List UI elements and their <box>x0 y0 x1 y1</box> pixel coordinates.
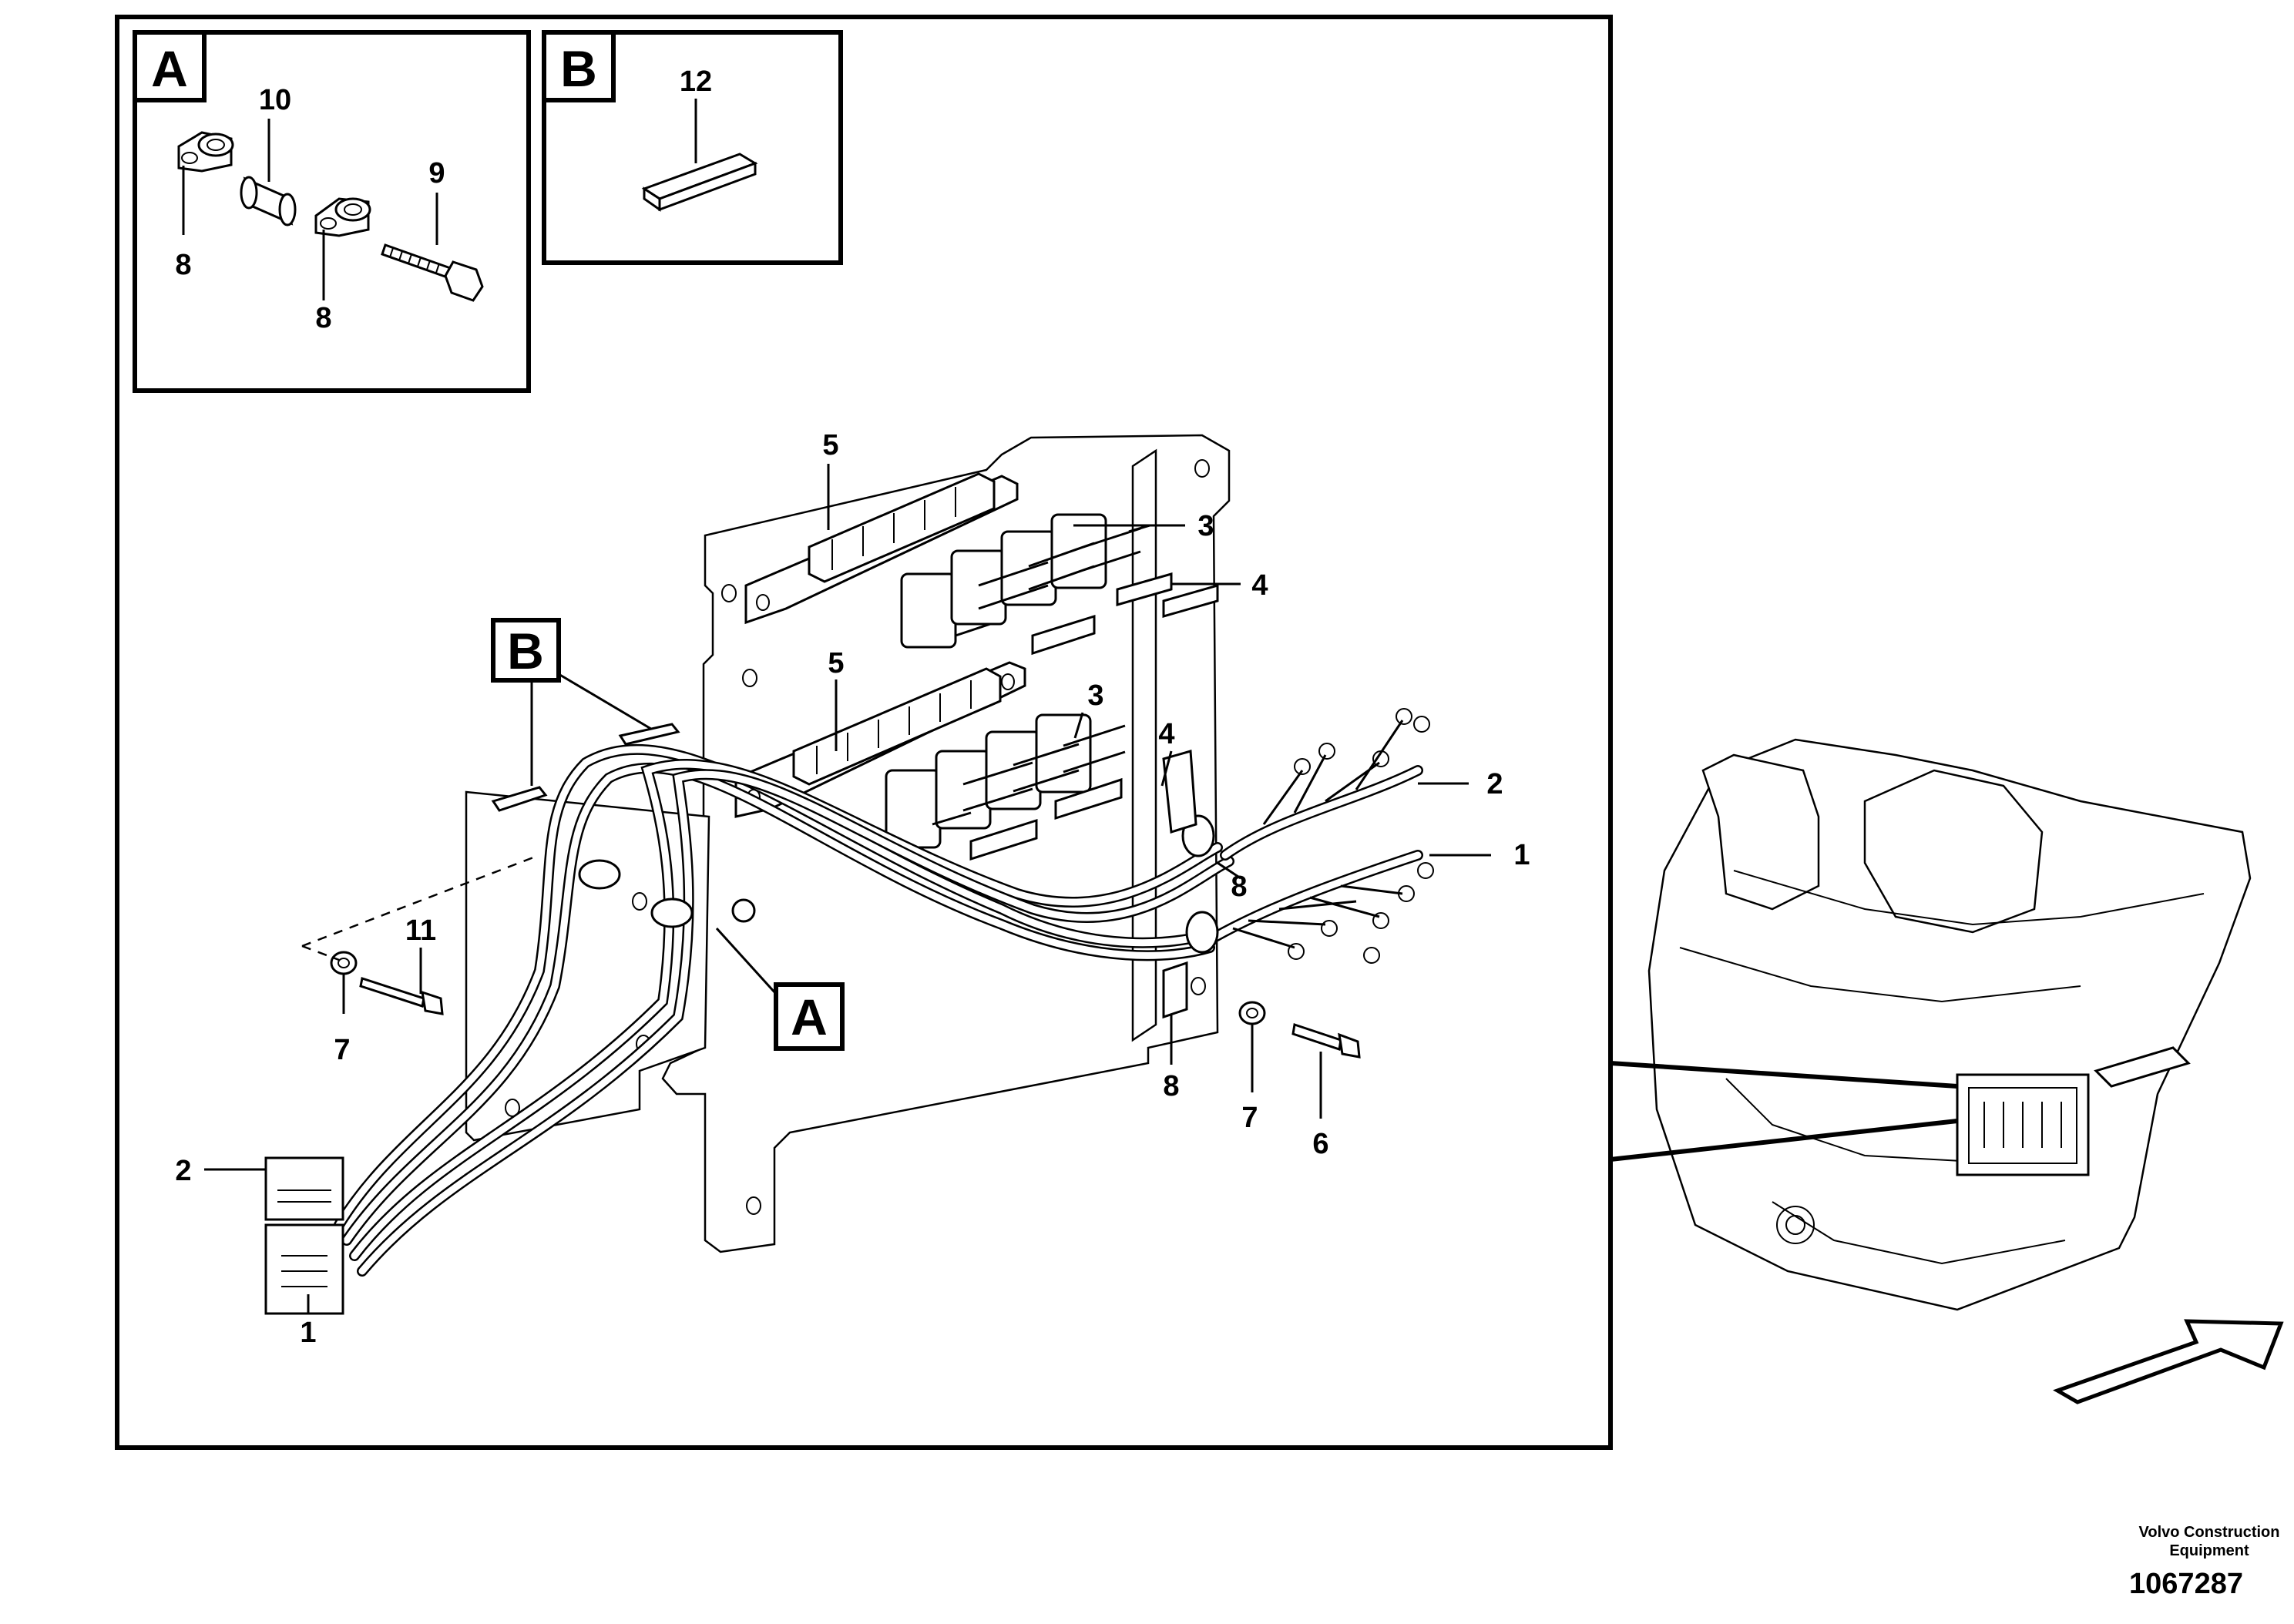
callout-8-a-left: 8 <box>175 249 191 281</box>
busbar-top <box>744 472 1019 625</box>
bracket-left <box>177 131 234 173</box>
mounting-hint-dashed <box>301 854 540 961</box>
strip-top <box>1031 572 1219 656</box>
channel-12 <box>641 153 758 212</box>
callout-7-left: 7 <box>334 1034 350 1066</box>
callout-8-a-right: 8 <box>315 302 331 334</box>
drawing-number: 1067287 <box>2129 1568 2243 1600</box>
callout-6: 6 <box>1312 1128 1328 1160</box>
callout-1-bottom: 1 <box>300 1317 316 1349</box>
zoom-line-bottom <box>1610 1119 1958 1162</box>
callout-11: 11 <box>405 914 436 947</box>
connectors <box>264 1156 344 1315</box>
callout-leaders <box>204 464 1491 1314</box>
callout-2-left: 2 <box>175 1155 191 1187</box>
callout-1-right: 1 <box>1513 839 1530 871</box>
callout-4-mid: 4 <box>1158 718 1174 750</box>
spacer <box>240 176 297 226</box>
strip-mid <box>969 777 1123 861</box>
view-marker-a-letter: A <box>791 988 828 1045</box>
callout-7-right: 7 <box>1241 1102 1258 1134</box>
callout-12: 12 <box>680 65 712 98</box>
busbar-mid <box>734 661 1026 818</box>
inset-b: B 12 <box>542 30 843 265</box>
bolt <box>381 243 484 302</box>
callout-3-top: 3 <box>1197 510 1214 542</box>
callout-5-top: 5 <box>822 429 838 461</box>
bracket-right <box>314 197 371 237</box>
mounting-plate-front <box>465 790 710 1142</box>
inset-a: A 10 9 <box>133 30 531 393</box>
callout-2-right: 2 <box>1486 768 1503 800</box>
hardware-right <box>1238 1001 1361 1059</box>
callout-3-mid: 3 <box>1087 679 1103 712</box>
callout-10: 10 <box>259 84 291 116</box>
zoom-line-top <box>1610 1061 1958 1089</box>
inset-b-letter: B <box>560 40 597 97</box>
view-marker-b-letter: B <box>507 622 544 679</box>
callout-9: 9 <box>428 157 445 190</box>
callout-5-mid: 5 <box>828 647 844 679</box>
company-line2: Equipment <box>2169 1542 2249 1559</box>
company-line1: Volvo Construction <box>2139 1524 2280 1541</box>
view-marker-b: B <box>491 618 680 812</box>
inset-a-letter: A <box>151 40 188 97</box>
view-marker-a: A <box>715 927 845 1051</box>
machine-location-view <box>1647 738 2252 1311</box>
main-frame <box>115 15 1613 1450</box>
wiring-harness <box>334 708 1434 1277</box>
callout-4-top: 4 <box>1251 569 1268 602</box>
callout-8-mid: 8 <box>1231 871 1247 903</box>
callout-8-low: 8 <box>1163 1070 1179 1102</box>
direction-arrow <box>2053 1319 2284 1404</box>
hardware-left <box>330 951 444 1015</box>
harness-clamps <box>578 750 1219 1019</box>
breakers-top <box>900 513 1150 649</box>
